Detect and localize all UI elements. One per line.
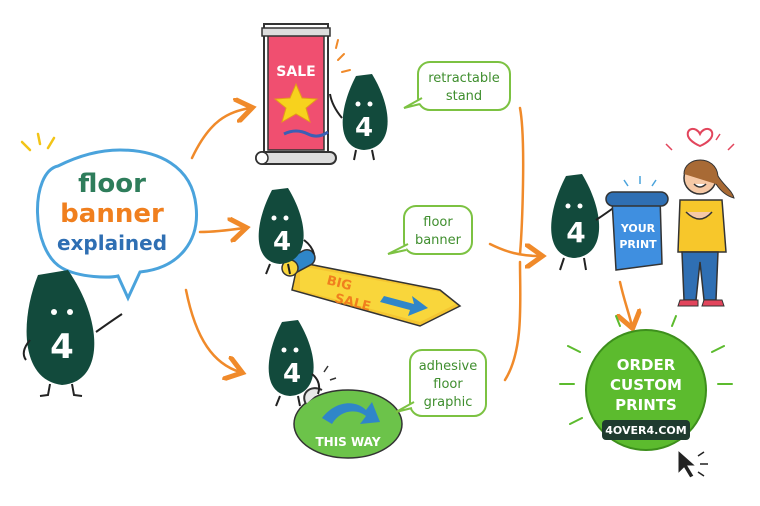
cta-order-button[interactable]: ORDER CUSTOM PRINTS 4OVER4.COM <box>585 329 707 451</box>
cta-line2: CUSTOM <box>610 376 682 394</box>
arrow-to-adhesive <box>184 288 240 372</box>
mascot-stand: 4 <box>329 74 388 161</box>
bubble-line-banner: banner <box>60 199 164 229</box>
customer <box>665 128 735 307</box>
cta-line3: PRINTS <box>615 396 677 414</box>
mascot-label: 4 <box>50 327 74 367</box>
cta-url[interactable]: 4OVER4.COM <box>605 424 686 437</box>
svg-text:4: 4 <box>283 359 301 389</box>
svg-text:4: 4 <box>273 227 291 257</box>
mascot-custom-print: 4 <box>551 174 617 271</box>
retractable-stand: SALE <box>255 23 351 165</box>
arrow-to-floor-banner <box>198 228 244 232</box>
adhesive-floor-graphic: THIS WAY <box>293 387 403 459</box>
stand-sign-text: SALE <box>276 64 315 80</box>
cta-burst <box>559 315 733 425</box>
arrow-to-custom-print <box>488 242 540 256</box>
arrow-to-retractable <box>190 108 250 160</box>
adhesive-sign-text: THIS WAY <box>315 435 380 449</box>
svg-text:retractable: retractable <box>428 71 500 86</box>
svg-text:banner: banner <box>415 233 462 248</box>
roll-line2: PRINT <box>619 238 657 251</box>
label-floor-banner: floor banner <box>387 205 473 255</box>
arrow-icon <box>380 296 428 316</box>
arrow-to-cta <box>620 280 632 326</box>
cta-line1: ORDER <box>617 356 676 374</box>
heart-icon <box>686 128 714 148</box>
svg-text:graphic: graphic <box>424 395 473 410</box>
cursor-icon <box>677 448 708 479</box>
speech-bubble: floor banner explained <box>20 132 198 302</box>
svg-text:4: 4 <box>355 113 373 143</box>
label-adhesive-floor-graphic: adhesive floor graphic <box>395 349 487 417</box>
floor-banner-line1: BIG <box>325 273 353 294</box>
floor-banner: BIG SALE <box>281 249 462 327</box>
svg-text:floor: floor <box>433 377 463 392</box>
label-retractable-stand: retractable stand <box>403 61 511 111</box>
star-icon <box>273 82 319 124</box>
roll-line1: YOUR <box>620 222 656 235</box>
svg-text:4: 4 <box>566 216 585 249</box>
sparkle-icon <box>20 132 56 152</box>
svg-text:stand: stand <box>446 89 482 104</box>
arrow-icon <box>322 402 380 424</box>
svg-text:adhesive: adhesive <box>419 359 478 374</box>
svg-text:floor: floor <box>423 215 453 230</box>
bubble-line-floor: floor <box>78 169 146 199</box>
bubble-line-explained: explained <box>57 231 167 255</box>
arrow-merge-top <box>518 106 525 256</box>
flow-arrows <box>184 106 632 382</box>
mascot-floor-banner: 4 <box>258 188 315 275</box>
mascot-adhesive: 4 <box>268 320 337 407</box>
custom-print-roll: YOUR PRINT <box>605 176 669 271</box>
arrow-merge-bottom <box>503 260 522 382</box>
mascot-presenter: 4 <box>22 270 123 397</box>
